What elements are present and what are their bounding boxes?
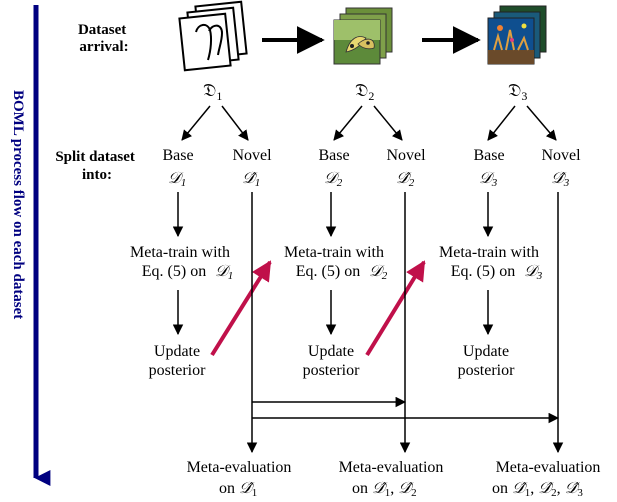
meta-eval-title-2: Meta-evaluation [339, 459, 444, 476]
posterior-transfer-arrow-2-3 [365, 260, 426, 357]
split-arrow-base-3 [487, 105, 516, 141]
base-label-2: Base [318, 147, 349, 164]
posterior-transfer-arrow-1-2 [210, 260, 272, 357]
base-label-1: Base [162, 147, 193, 164]
meta-eval-title-3: Meta-evaluation [496, 459, 601, 476]
split-arrow-novel-2 [373, 105, 403, 141]
dataset-symbol-1: 𝔇1 [203, 80, 222, 103]
train-set-2: 𝒟2 [369, 263, 388, 282]
dataset-arrival-label: Dataset arrival: [78, 22, 130, 55]
novel-set-2: 𝒟̂2 [396, 170, 415, 189]
butterfly-photo-stack-icon [333, 7, 393, 65]
split-arrow-novel-1 [221, 105, 249, 141]
base-set-1: 𝒟1 [168, 170, 186, 189]
split-arrow-novel-3 [526, 105, 557, 141]
base-label-3: Base [473, 147, 504, 164]
side-label: BOML process flow on each dataset [10, 90, 26, 319]
split-arrow-base-2 [333, 105, 363, 141]
base-set-3: 𝒟3 [479, 170, 498, 189]
dataset-symbol-2: 𝔇2 [355, 80, 374, 103]
meta-eval-title-1: Meta-evaluation [187, 459, 292, 476]
novel-set-1: 𝒟̂1 [242, 170, 260, 189]
novel-set-3: 𝒟̂3 [551, 170, 570, 189]
novel-label-3: Novel [541, 147, 581, 164]
handwritten-character-stack-icon [178, 0, 248, 72]
dataset-symbol-3: 𝔇3 [508, 80, 527, 103]
train-set-1: 𝒟1 [215, 263, 233, 282]
split-dataset-label: Split dataset into: [55, 149, 138, 183]
split-arrow-base-1 [181, 105, 211, 141]
train-set-3: 𝒟3 [524, 263, 543, 282]
novel-label-2: Novel [386, 147, 426, 164]
novel-label-1: Novel [232, 147, 272, 164]
base-set-2: 𝒟2 [324, 170, 343, 189]
coral-reef-photo-stack-icon [487, 5, 547, 65]
